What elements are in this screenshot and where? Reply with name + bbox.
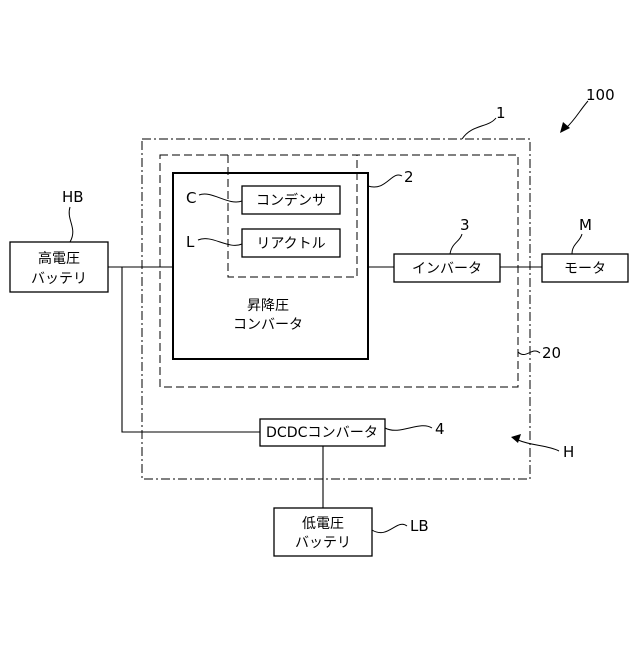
ref-reactor-l: L [186,233,195,251]
leader-l [198,239,242,246]
leader-4 [385,426,432,431]
arrowhead-h [511,434,521,443]
ref-housing-h: H [563,443,574,461]
ref-dcdc-4: 4 [435,420,445,438]
boost-converter-label-line1: 昇降圧 [247,298,289,314]
leader-20 [518,351,540,355]
leader-2 [368,175,402,187]
ref-system-100: 100 [586,86,615,104]
motor: モータ [542,254,628,282]
ref-capacitor-c: C [186,189,196,207]
dcdc-converter-label: DCDCコンバータ [266,425,378,441]
reactor: リアクトル [242,229,340,257]
ref-housing-1: 1 [496,104,506,122]
leader-100 [566,101,588,128]
ref-motor-m: M [579,216,592,234]
leader-1 [462,118,496,139]
high-voltage-battery: 高電圧 バッテリ [10,242,108,292]
low-battery-label-line2: バッテリ [295,535,351,551]
high-battery-label-line2: バッテリ [31,271,87,287]
motor-label: モータ [564,261,606,277]
leader-c [199,194,242,202]
wire-hb-to-dcdc [122,267,260,432]
capacitor: コンデンサ [242,186,340,214]
ref-low-battery-lb: LB [410,517,429,535]
capacitor-label: コンデンサ [256,192,326,209]
leader-hb [69,207,73,242]
arrowhead-100 [560,122,570,133]
inverter: インバータ [394,254,500,282]
ref-inverter-3: 3 [460,216,470,234]
reactor-label: リアクトル [256,236,325,252]
ref-high-battery-hb: HB [62,188,84,206]
low-voltage-battery: 低電圧 バッテリ [274,508,372,556]
ref-board-20: 20 [542,344,561,362]
dcdc-converter: DCDCコンバータ [260,419,385,446]
leader-lb [372,524,407,532]
inverter-label: インバータ [412,261,482,277]
low-battery-label-line1: 低電圧 [302,516,344,532]
leader-m [572,234,582,254]
high-battery-label-line1: 高電圧 [38,250,80,267]
boost-converter-label-line2: コンバータ [233,317,303,333]
leader-h [518,440,559,451]
leader-3 [450,234,462,254]
ref-boost-unit-2: 2 [404,168,414,186]
